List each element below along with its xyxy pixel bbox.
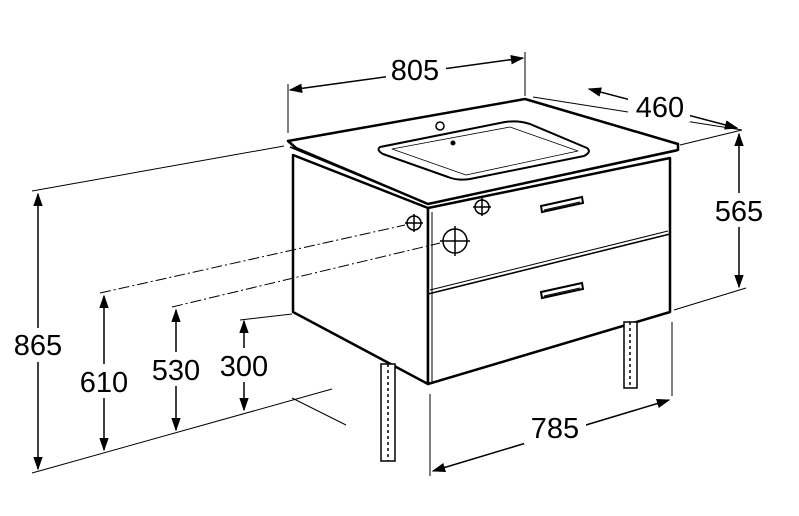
drain-outlet-icon [440, 226, 470, 256]
cabinet-body [291, 153, 672, 386]
tap-hole [435, 121, 445, 131]
height-300-label: 300 [220, 351, 268, 383]
cabinet-front-panel [426, 156, 672, 386]
height-565-label: 565 [715, 196, 763, 228]
cabinet-legs [380, 321, 638, 462]
width-805-label: 805 [391, 55, 439, 87]
height-865-label: 865 [14, 330, 62, 362]
drain-hole [450, 140, 456, 146]
width-785-label: 785 [531, 413, 579, 445]
height-530-label: 530 [152, 355, 200, 387]
height-610-label: 610 [80, 367, 128, 399]
depth-460-label: 460 [636, 92, 684, 124]
washbasin-top [286, 97, 680, 206]
drawer-separator-line [427, 233, 671, 295]
connection-symbols [405, 198, 491, 256]
water-inlet-right-icon [473, 198, 491, 216]
drawer-handles [539, 195, 585, 300]
dimension-labels: 805 460 565 865 610 530 300 785 [7, 55, 770, 445]
water-inlet-left-icon [405, 214, 423, 232]
